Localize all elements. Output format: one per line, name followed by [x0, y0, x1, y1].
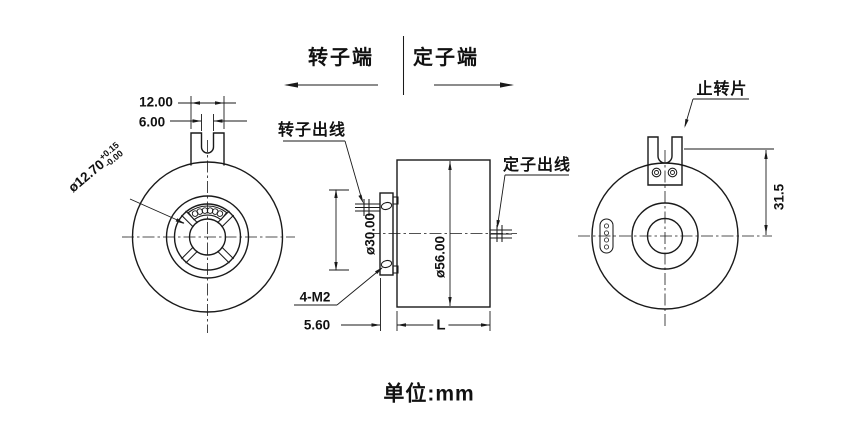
rotor-wires-label: 转子出线 — [277, 122, 347, 139]
left-view-outline — [122, 96, 295, 333]
screw-spec-label: 4-M2 — [299, 289, 331, 305]
flange-thickness-dim: 5.60 — [303, 317, 331, 333]
body-diameter-dim: ø56.00 — [432, 235, 448, 279]
rotor-end-label: 转子端 — [308, 47, 374, 69]
rotor-wires — [355, 199, 380, 216]
flange-plate — [379, 192, 394, 276]
flange-screw-hole-top — [380, 201, 393, 211]
header-direction-arrows — [284, 36, 514, 95]
fork-slot-width-dim: 6.00 — [138, 114, 166, 130]
stop-tab-outline — [647, 136, 683, 186]
right-view-centerlines — [578, 150, 772, 329]
flange-screw-hole-bottom — [380, 259, 393, 269]
bolt-circle-diameter-dim: ø30.00 — [362, 212, 378, 256]
left-view-contact-band — [187, 205, 228, 221]
left-view-centerlines — [122, 140, 295, 333]
stator-wires — [490, 225, 512, 242]
body-length-dim: L — [433, 317, 449, 333]
fork-width-dim: 12.00 — [139, 94, 173, 110]
right-view-outline — [578, 98, 774, 329]
middle-view-outline — [283, 140, 569, 331]
stator-connector-pins — [604, 223, 610, 250]
right-view-dimensions — [684, 98, 774, 235]
left-view-dimensions — [129, 96, 247, 224]
left-view-fork-tab — [190, 132, 225, 166]
stop-tab-label: 止转片 — [696, 81, 748, 98]
units-label: 单位:mm — [383, 382, 475, 406]
tab-height-dim: 31.5 — [771, 183, 787, 211]
stator-wires-label: 定子出线 — [502, 157, 572, 174]
stator-end-label: 定子端 — [413, 47, 479, 69]
